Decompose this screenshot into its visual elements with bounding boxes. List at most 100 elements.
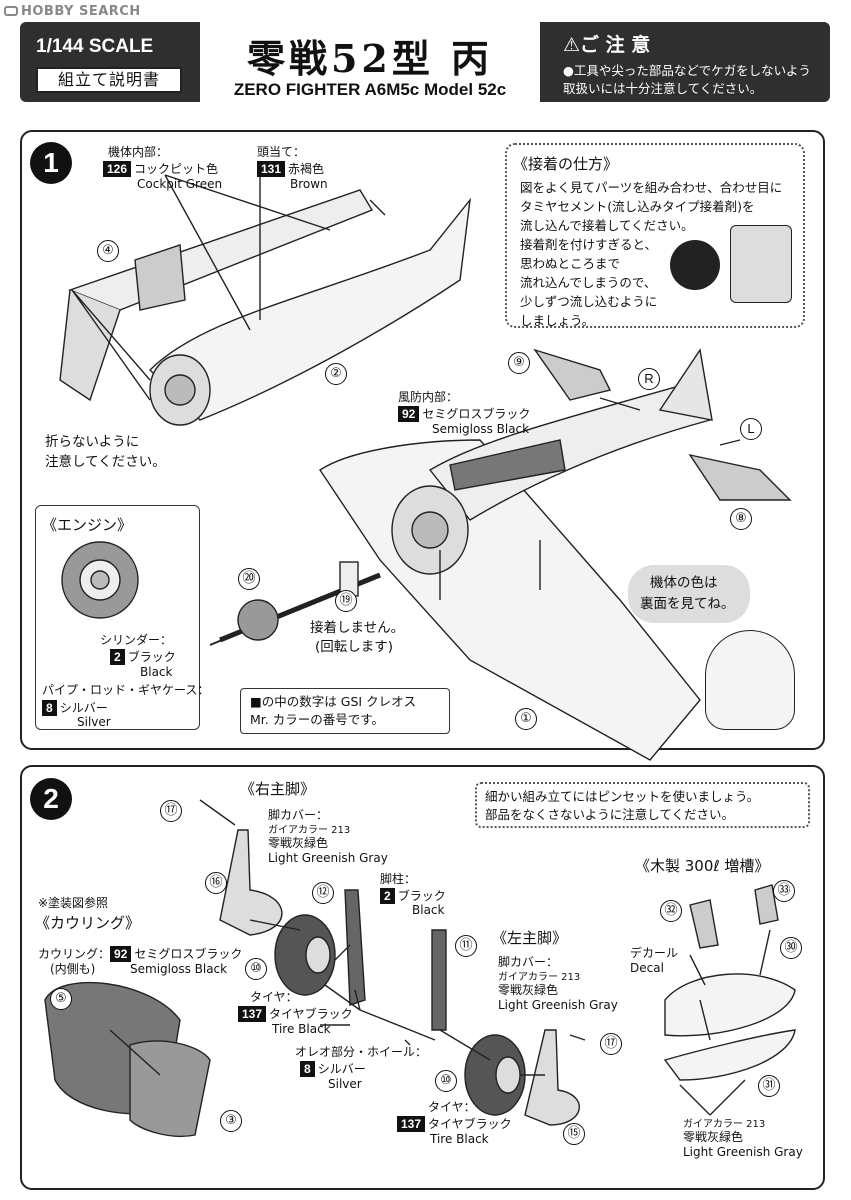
left-gear-title: 《左主脚》 <box>492 929 568 947</box>
header-right-panel <box>540 22 830 102</box>
part-31-label: ㉛ <box>758 1075 780 1097</box>
tire-l-en: Tire Black <box>430 1132 489 1146</box>
page-subtitle: ZERO FIGHTER A6M5c Model 52c <box>233 80 507 99</box>
tire-r-label: タイヤ： <box>250 990 298 1004</box>
scale-label: 1/144 SCALE <box>36 36 154 57</box>
gsi-note-2: Mr. カラーの番号です。 <box>250 712 384 727</box>
decal-en: Decal <box>630 961 664 975</box>
cover-r-jp: 零戦灰緑色 <box>268 836 329 850</box>
decal-jp: デカール <box>630 946 679 960</box>
cover-l-label: 脚カバー： <box>498 955 559 969</box>
color-code-chip: 137 <box>238 1006 267 1022</box>
canopy-color-en: Semigloss Black <box>432 422 530 436</box>
color-code-chip: 2 <box>110 649 125 665</box>
fold-caution-1: 折らないように <box>45 434 140 450</box>
step-1-section <box>20 130 825 750</box>
canopy-color-label: 風防内部： <box>398 390 459 404</box>
cylinder-color-en: Black <box>140 665 173 679</box>
part-2-label: ② <box>325 363 347 385</box>
strut-label: 脚柱： <box>380 872 417 886</box>
part-16-label: ⑯ <box>205 872 227 894</box>
cockpit-color-en: Cockpit Green <box>137 177 223 191</box>
part-1-label: ① <box>515 708 537 730</box>
tweezers-note-2: 部品をなくさないように注意してください。 <box>485 807 735 822</box>
color-code-chip: 8 <box>42 700 57 716</box>
cowl-en: Semigloss Black <box>130 962 228 976</box>
tank-en: Light Greenish Gray <box>683 1145 803 1159</box>
drop-tank-title: 《木製 300ℓ 増槽》 <box>635 857 770 875</box>
color-code-chip: 2 <box>380 888 395 904</box>
cover-r-en: Light Greenish Gray <box>268 851 388 865</box>
part-17a-label: ⑰ <box>160 800 182 822</box>
color-code-chip: 92 <box>398 406 420 422</box>
cover-l-gaia: ガイアカラー 213 <box>498 972 581 983</box>
cement-bottle-icon <box>730 225 792 303</box>
camera-icon <box>4 6 18 16</box>
color-code-chip: 137 <box>397 1116 426 1132</box>
headrest-color-en: Brown <box>290 177 328 191</box>
manual-label: 組立て説明書 <box>36 67 182 93</box>
cover-r-gaia: ガイアカラー 213 <box>268 825 351 836</box>
cockpit-color-label: 機体内部： <box>108 145 169 159</box>
part-30-label: ㉚ <box>780 937 802 959</box>
part-l-label: L <box>740 418 762 440</box>
color-code-chip: 131 <box>257 161 286 177</box>
watermark: HOBBY SEARCH <box>4 4 141 19</box>
glue-text: 図をよく見てパーツを組み合わせ、合わせ目に タミヤセメント(流し込みタイプ接着剤… <box>520 180 783 328</box>
tank-gaia: ガイアカラー 213 <box>683 1119 766 1130</box>
oleo-label: オレオ部分・ホイール： <box>295 1045 428 1059</box>
part-11-label: ⑪ <box>455 935 477 957</box>
speech-bubble <box>628 565 750 623</box>
strut-en: Black <box>412 903 445 917</box>
cowl-title: 《カウリング》 <box>35 914 141 932</box>
bubble-text-1: 機体の色は <box>650 575 718 591</box>
part-4-label: ④ <box>97 240 119 262</box>
color-code-chip: 92 <box>110 946 132 962</box>
part-9-label: ⑨ <box>508 352 530 374</box>
glue-title: 《接着の仕方》 <box>513 155 619 173</box>
step-1-number: 1 <box>30 142 72 184</box>
pilot-mascot-icon <box>705 630 795 730</box>
gsi-note-1: ■の中の数字は GSI クレオス <box>250 694 417 709</box>
page-title: 零戦52型 丙 <box>246 36 494 81</box>
tire-r-en: Tire Black <box>272 1022 331 1036</box>
part-33-label: ㉝ <box>773 880 795 902</box>
tire-l-label: タイヤ： <box>428 1100 476 1114</box>
cat-mascot-icon <box>670 240 720 290</box>
part-20-label: ⑳ <box>238 568 260 590</box>
part-r-label: R <box>638 368 660 390</box>
color-code-chip: 8 <box>300 1061 315 1077</box>
part-15-label: ⑮ <box>563 1123 585 1145</box>
cover-r-label: 脚カバー： <box>268 808 329 822</box>
caution-heading: ⚠ご 注 意 <box>563 34 651 56</box>
oleo-en: Silver <box>328 1077 362 1091</box>
bubble-text-2: 裏面を見てね。 <box>640 596 735 612</box>
cylinder-color-label: シリンダー： <box>100 633 173 647</box>
part-3-label: ③ <box>220 1110 242 1132</box>
cover-l-jp: 零戦灰緑色 <box>498 983 559 997</box>
cover-l-en: Light Greenish Gray <box>498 998 618 1012</box>
pipe-color-label: パイプ・ロッド・ギヤケース： <box>42 683 210 697</box>
part-32-label: ㉜ <box>660 900 682 922</box>
part-10b-label: ⑩ <box>435 1070 457 1092</box>
gsi-note-box <box>240 688 450 734</box>
cowl-sub: (内側も) <box>50 962 96 976</box>
part-19-label: ⑲ <box>335 590 357 612</box>
color-code-chip: 126 <box>103 161 132 177</box>
pipe-color-en: Silver <box>77 715 111 729</box>
cowl-ref: ※塗装図参照 <box>38 896 109 910</box>
step-2-number: 2 <box>30 778 72 820</box>
glue-instructions-box <box>505 143 805 328</box>
tank-jp: 零戦灰緑色 <box>683 1130 744 1144</box>
caution-text: ●工具や尖った部品などでケガをしないよう取扱いには十分注意してください。 <box>563 63 811 96</box>
no-glue-note-1: 接着しません。 <box>310 620 405 636</box>
